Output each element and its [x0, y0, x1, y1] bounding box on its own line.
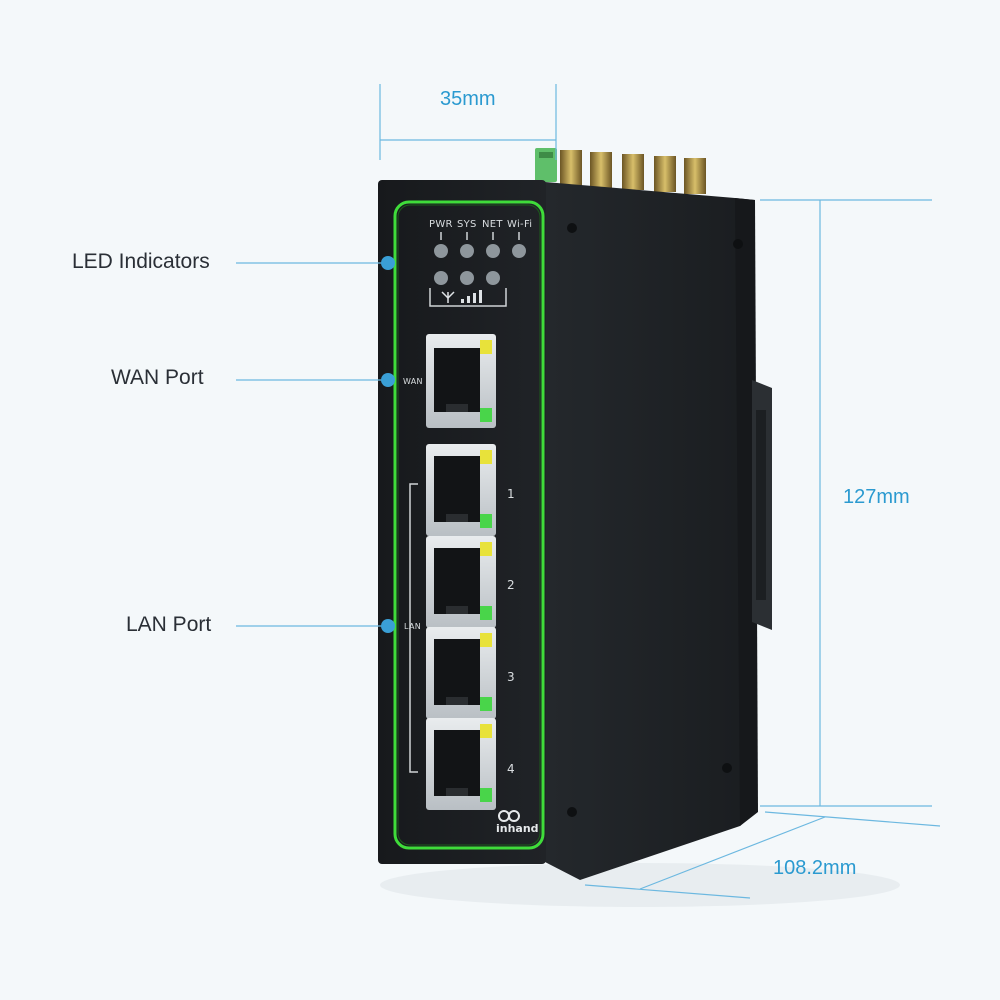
led-net	[486, 244, 500, 258]
antenna-connector	[684, 158, 706, 194]
wan-port	[426, 334, 496, 428]
inhand-logo-icon	[498, 810, 520, 822]
led-wifi	[512, 244, 526, 258]
lan-led-green	[480, 697, 492, 711]
lan-led-green	[480, 514, 492, 528]
screw-icon	[722, 763, 732, 773]
callout-dot-icon	[381, 619, 395, 633]
lan-led-green	[480, 606, 492, 620]
lan-led-yellow	[480, 450, 492, 464]
lan-port-number-1: 1	[507, 487, 515, 501]
wan-led-green	[480, 408, 492, 422]
lan-led-yellow	[480, 542, 492, 556]
antenna-connector	[590, 152, 612, 188]
led-label-pwr: PWR	[429, 219, 453, 230]
led-label-wifi: Wi-Fi	[507, 219, 533, 230]
rj45-opening	[434, 730, 480, 796]
led-sys	[460, 244, 474, 258]
led-label-sys: SYS	[457, 219, 477, 230]
floor-shadow	[380, 863, 900, 907]
housing-side	[545, 182, 755, 880]
screw-icon	[567, 223, 577, 233]
signal-bracket	[429, 288, 507, 307]
led-signal-3	[486, 271, 500, 285]
callout-lan-port: LAN Port	[126, 613, 212, 636]
wan-label: WAN	[403, 377, 423, 386]
led-label-net: NET	[482, 219, 503, 230]
led-indicator-group	[429, 232, 526, 307]
lan-led-yellow	[480, 633, 492, 647]
lan-port-number-2: 2	[507, 578, 515, 592]
led-signal-1	[434, 271, 448, 285]
callout-led-indicators: LED Indicators	[72, 250, 210, 273]
antenna-connector	[622, 154, 644, 190]
antenna-connector	[654, 156, 676, 192]
callout-dot-icon	[381, 256, 395, 270]
rj45-opening	[434, 639, 480, 705]
callout-dot-icon	[381, 373, 395, 387]
rj45-opening	[434, 548, 480, 614]
led-signal-2	[460, 271, 474, 285]
screw-icon	[733, 239, 743, 249]
signal-strength-icon	[441, 290, 482, 303]
lan-port-number-3: 3	[507, 670, 515, 684]
dimension-lines	[379, 84, 941, 899]
lan-port-2	[426, 536, 496, 628]
lan-led-green	[480, 788, 492, 802]
din-rail-slot	[756, 410, 766, 600]
dimension-height: 127mm	[843, 486, 910, 508]
lan-port-group	[426, 444, 496, 810]
wan-led-yellow	[480, 340, 492, 354]
brand-name: inhand	[496, 822, 539, 835]
lan-port-1	[426, 444, 496, 536]
callout-wan-port: WAN Port	[111, 366, 204, 389]
lan-label: LAN	[404, 622, 421, 631]
rj45-opening	[434, 348, 480, 412]
bezel-inner-edge	[397, 204, 541, 846]
dimension-depth: 108.2mm	[773, 857, 857, 879]
lan-port-3	[426, 627, 496, 719]
housing-edge	[735, 198, 758, 826]
antenna-connector	[560, 150, 582, 186]
lan-bracket	[409, 483, 418, 773]
front-panel-bezel	[393, 200, 545, 850]
led-pwr	[434, 244, 448, 258]
lan-led-yellow	[480, 724, 492, 738]
lan-port-4	[426, 718, 496, 810]
antenna-connectors	[535, 148, 706, 194]
lan-port-number-4: 4	[507, 762, 515, 776]
callout-lines	[236, 256, 395, 633]
screw-icon	[567, 807, 577, 817]
dimension-width: 35mm	[440, 88, 496, 110]
terminal-slot	[539, 152, 553, 158]
rj45-opening	[434, 456, 480, 522]
